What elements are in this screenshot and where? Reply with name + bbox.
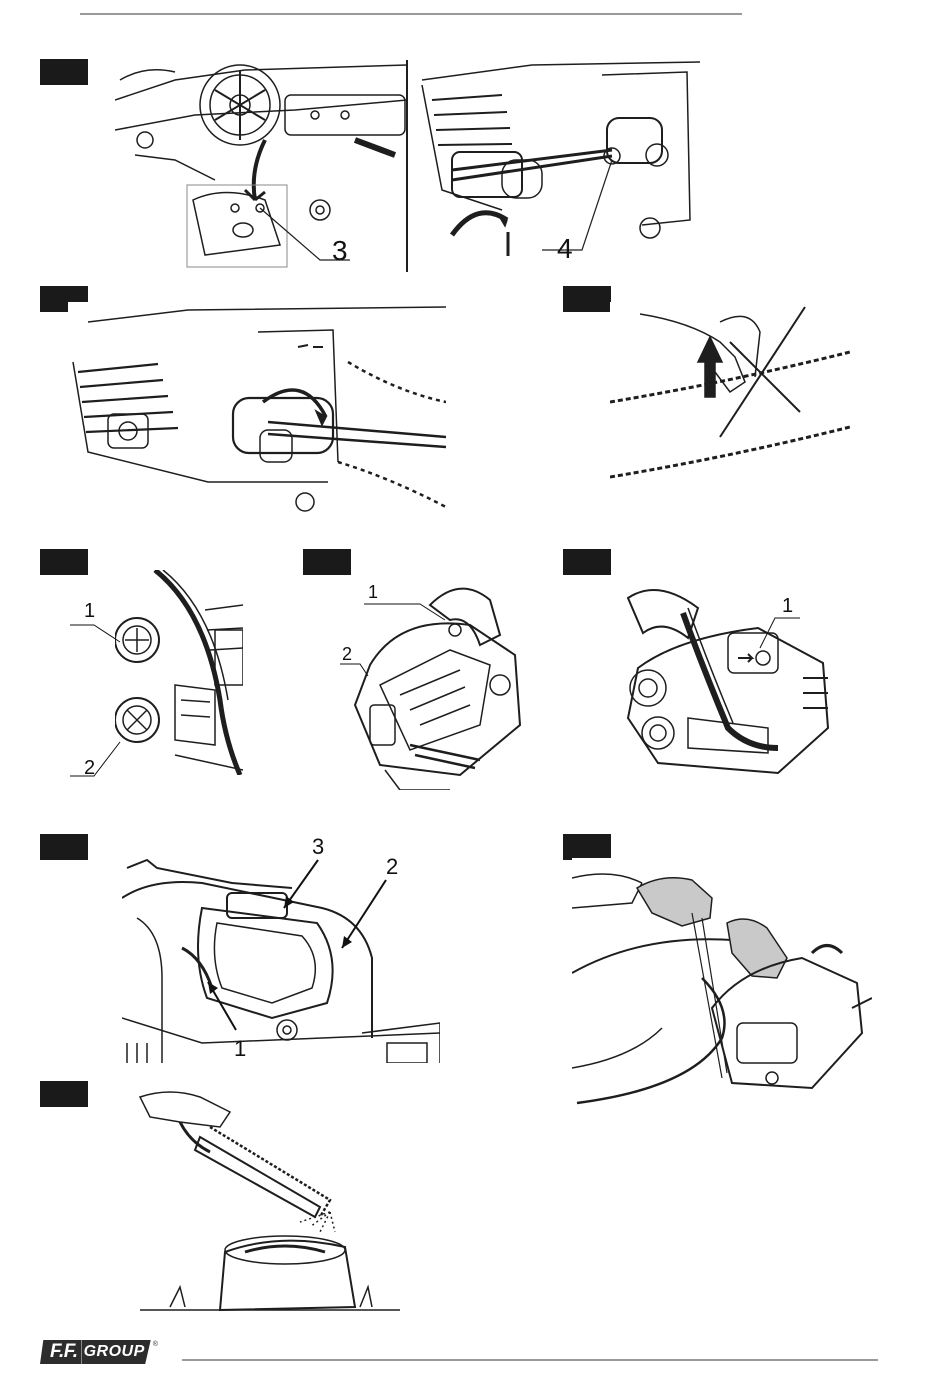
figure-tag	[563, 549, 611, 575]
callout-label: 1 2	[340, 580, 450, 680]
svg-text:1: 1	[368, 582, 378, 602]
svg-text:1: 1	[84, 600, 95, 622]
figure-tag	[40, 1081, 88, 1107]
registered-mark: ®	[153, 1341, 158, 1364]
figure-tag	[40, 549, 88, 575]
svg-text:2: 2	[342, 644, 352, 664]
svg-text:3: 3	[332, 235, 348, 266]
callout-label: 1	[70, 597, 130, 687]
brand-logo-group: GROUP	[82, 1340, 151, 1364]
callout-label: 2	[70, 730, 130, 780]
figure-tag	[563, 834, 611, 860]
svg-text:1: 1	[782, 595, 793, 617]
svg-text:3: 3	[312, 834, 324, 859]
figure-tag	[303, 549, 351, 575]
oil-fuel-caps-illustration	[115, 570, 243, 775]
starting-procedure-illustration	[572, 858, 872, 1106]
chain-drive-cover-illustration	[115, 60, 407, 270]
svg-text:1: 1	[234, 1036, 246, 1061]
oil-lubrication-test-illustration	[120, 1082, 405, 1312]
brand-logo-ff: F.F.	[40, 1340, 82, 1364]
figure-tag	[40, 59, 88, 85]
callout-label: 1	[730, 592, 810, 652]
svg-text:4: 4	[557, 233, 573, 264]
header-rule	[80, 13, 742, 15]
figure-tag	[563, 286, 611, 312]
figure-divider	[406, 60, 408, 272]
footer-rule	[182, 1359, 878, 1361]
chain-tension-adjust-illustration	[68, 302, 446, 516]
callout-label: 3	[330, 232, 360, 268]
chain-sag-check-illustration	[610, 302, 850, 492]
svg-text:2: 2	[386, 854, 398, 879]
callout-label: 3 2 1	[200, 830, 420, 1065]
callout-label: 4	[555, 230, 585, 266]
brand-logo: F.F. GROUP ®	[40, 1340, 158, 1364]
figure-tag	[40, 834, 88, 860]
